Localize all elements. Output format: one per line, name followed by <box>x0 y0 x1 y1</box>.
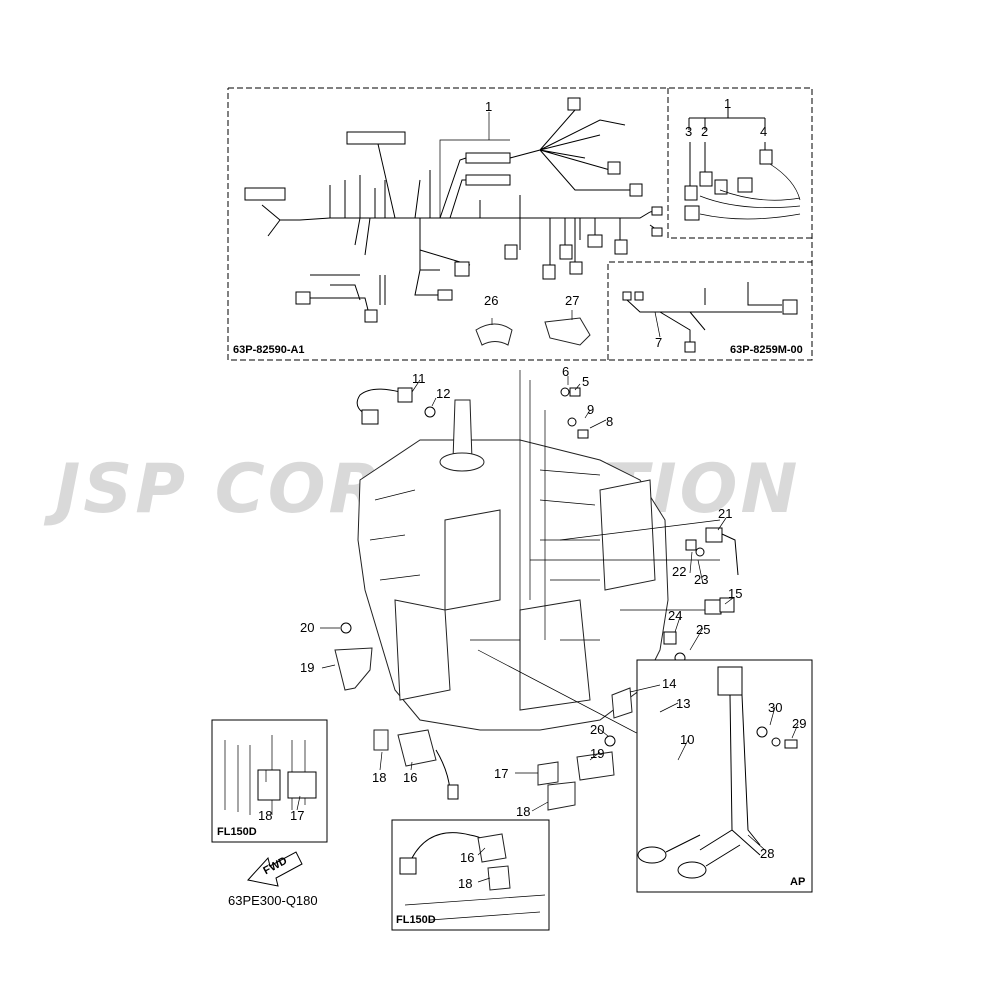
harness-sub-code: 63P-8259M-00 <box>730 344 803 356</box>
harness-frame <box>227 87 813 361</box>
callout-21: 21 <box>718 506 732 521</box>
callout-5: 5 <box>582 374 589 389</box>
callout-25: 25 <box>696 622 710 637</box>
callout-13: 13 <box>676 696 690 711</box>
wire-harness-main <box>244 97 663 323</box>
callout-10: 10 <box>680 732 694 747</box>
callout-30: 30 <box>768 700 782 715</box>
coupler-16-main <box>373 729 459 800</box>
sensors-right <box>663 527 739 664</box>
callout-17-inset: 17 <box>290 808 304 823</box>
callout-27: 27 <box>565 293 579 308</box>
coupler-17-right <box>537 735 616 811</box>
callout-26: 26 <box>484 293 498 308</box>
callout-20-right: 20 <box>590 722 604 737</box>
leader-lines <box>265 108 799 883</box>
sensor-cable-11 <box>356 387 436 425</box>
callout-15: 15 <box>728 586 742 601</box>
diagram-code: 63PE300-Q180 <box>228 893 318 908</box>
callouts: 1 1 2 3 4 26 27 7 11 12 6 5 9 8 21 22 23… <box>258 96 806 891</box>
inset-ap <box>636 659 813 893</box>
callout-16-inset: 16 <box>460 850 474 865</box>
callout-19-main: 19 <box>300 660 314 675</box>
callout-16-main: 16 <box>403 770 417 785</box>
callout-2: 2 <box>701 124 708 139</box>
callout-19-right: 19 <box>590 746 604 761</box>
callout-3: 3 <box>685 124 692 139</box>
callout-28: 28 <box>760 846 774 861</box>
callout-18-right: 18 <box>516 804 530 819</box>
callout-17-main: 17 <box>494 766 508 781</box>
clip-parts <box>475 317 591 346</box>
callout-7: 7 <box>655 335 662 350</box>
inset-fl150d-bottom <box>391 819 550 931</box>
callout-1-detail: 1 <box>724 96 731 111</box>
bracket-19-main <box>334 622 373 691</box>
callout-1-main: 1 <box>485 99 492 114</box>
inset-left-label: FL150D <box>217 826 257 838</box>
callout-23: 23 <box>694 572 708 587</box>
callout-12: 12 <box>436 386 450 401</box>
engine-block <box>357 370 721 741</box>
callout-22: 22 <box>672 564 686 579</box>
callout-20-main: 20 <box>300 620 314 635</box>
callout-18-inset: 18 <box>258 808 272 823</box>
callout-18-bottom: 18 <box>458 876 472 891</box>
callout-4: 4 <box>760 124 767 139</box>
callout-9: 9 <box>587 402 594 417</box>
inset-bottom-label: FL150D <box>396 914 436 926</box>
wire-harness-detail <box>684 108 801 221</box>
callout-18-main: 18 <box>372 770 386 785</box>
callout-8: 8 <box>606 414 613 429</box>
callout-14: 14 <box>662 676 676 691</box>
harness-main-code: 63P-82590-A1 <box>233 344 305 356</box>
wire-harness-sub <box>622 282 798 353</box>
callout-6: 6 <box>562 364 569 379</box>
callout-11: 11 <box>412 371 426 386</box>
callout-24: 24 <box>668 608 682 623</box>
callout-29: 29 <box>792 716 806 731</box>
fwd-arrow: FWD <box>247 851 303 887</box>
inset-fl150d-left <box>211 719 328 843</box>
inset-ap-label: AP <box>790 876 805 888</box>
